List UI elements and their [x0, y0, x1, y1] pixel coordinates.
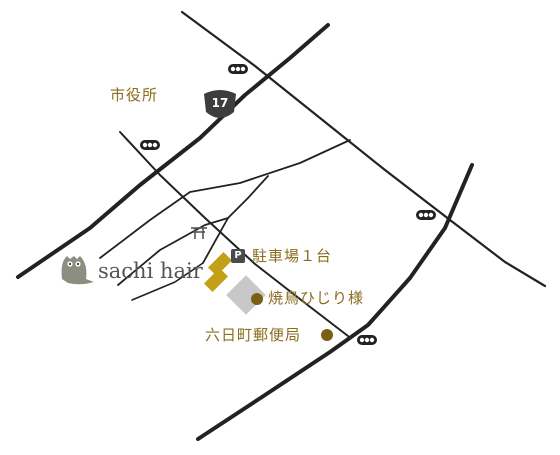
- road-north-curve: [99, 139, 351, 259]
- sachi-hair-building: [203, 251, 233, 293]
- parking-letter: P: [234, 250, 242, 261]
- parking-icon: [231, 249, 245, 263]
- brand-name: sachi hair: [98, 259, 203, 283]
- torii-icon: [191, 227, 207, 239]
- road-south-west: [131, 262, 204, 301]
- road-main-diagonal: [180, 10, 547, 288]
- owl-icon: [61, 256, 94, 285]
- road-shop-spur: [202, 217, 229, 264]
- parking-label: 駐車場１台: [252, 247, 333, 265]
- yakitori-label: 焼鳥ひじり様: [268, 289, 365, 307]
- traffic-light-icon: [357, 335, 377, 345]
- road-shop-street: [119, 131, 349, 337]
- road-east-thick: [196, 163, 474, 441]
- post-office-location-dot-icon: [321, 329, 333, 341]
- route-17-number: 17: [211, 96, 229, 110]
- yakitori-building: [226, 275, 266, 315]
- traffic-light-icon: [140, 140, 160, 150]
- traffic-light-icon: [416, 210, 436, 220]
- city-hall-label: 市役所: [110, 86, 159, 104]
- road-branch: [117, 175, 269, 286]
- yakitori-location-dot-icon: [251, 293, 263, 305]
- route-shield-icon: [204, 90, 236, 118]
- post-office-label: 六日町郵便局: [205, 326, 302, 344]
- traffic-light-icon: [228, 64, 248, 74]
- road-route-17: [16, 23, 330, 279]
